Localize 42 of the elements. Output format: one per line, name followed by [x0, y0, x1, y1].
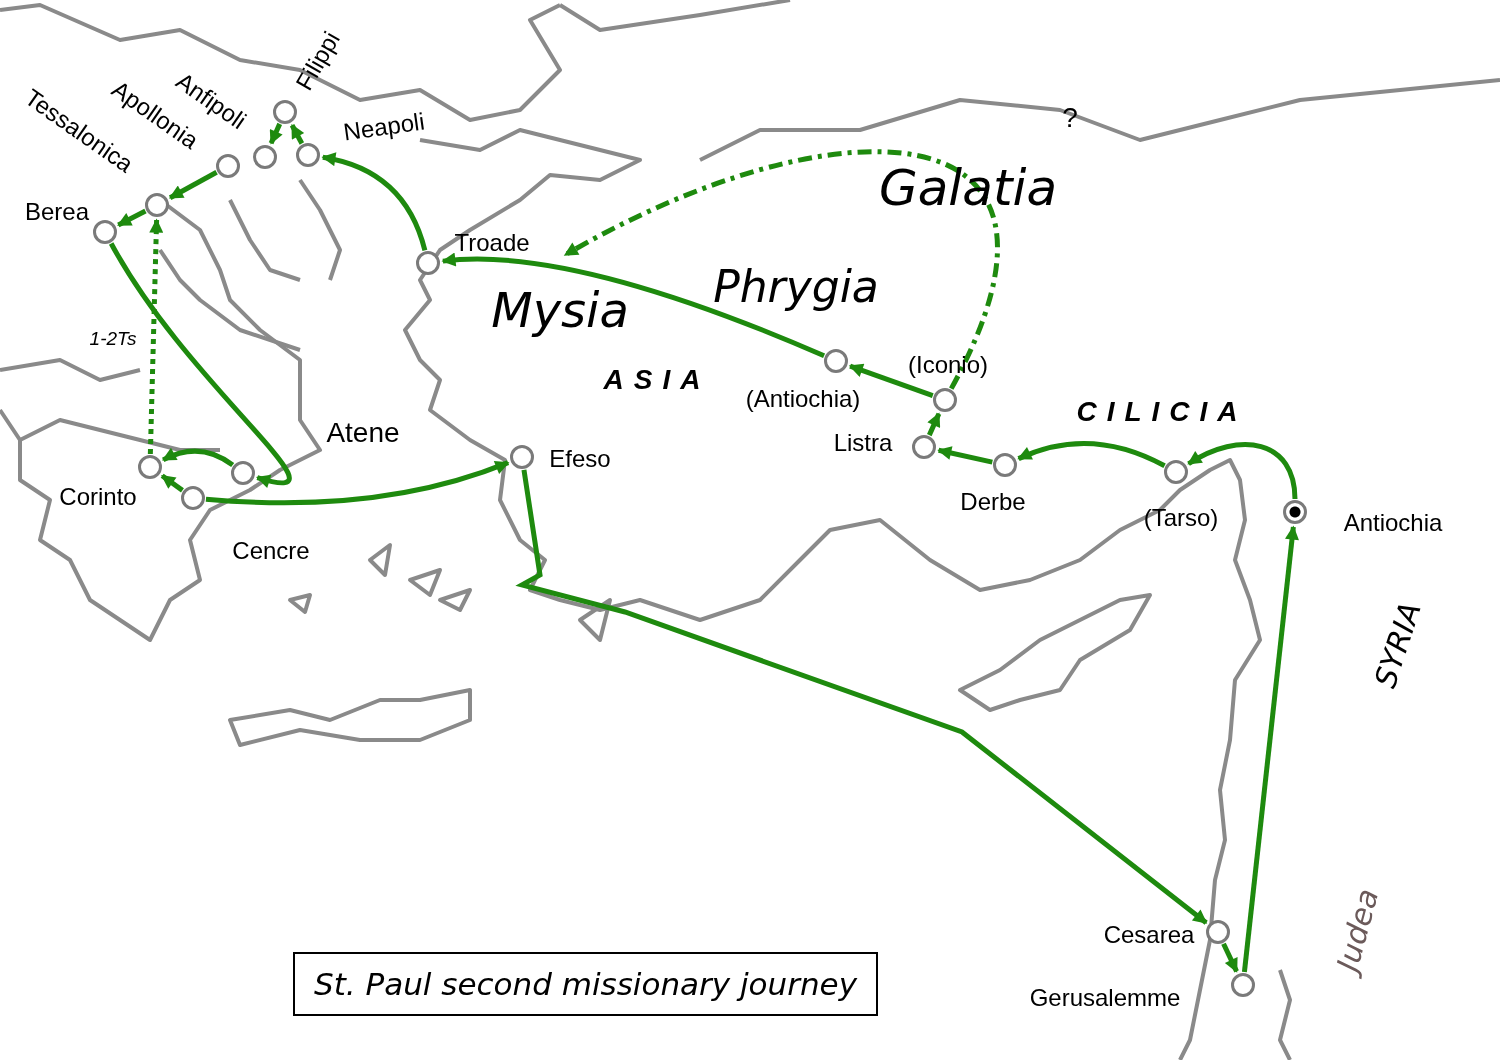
city-label: Efeso — [549, 447, 611, 471]
route-arrow — [515, 469, 1208, 925]
route-arrow — [927, 412, 942, 437]
city-label: (Iconio) — [908, 353, 988, 377]
city-label: Cesarea — [1103, 923, 1195, 947]
region-name: ASIA — [603, 366, 711, 394]
city-label: (Tarso) — [1143, 506, 1219, 530]
route-arrow — [289, 124, 305, 145]
route-arrow — [205, 460, 510, 506]
route-arrow — [268, 122, 283, 145]
city-label: Listra — [833, 431, 893, 455]
city-label: (Antiochia) — [745, 387, 861, 411]
route-arrow — [1187, 442, 1298, 500]
route-arrow — [1221, 942, 1239, 973]
route-arrow — [848, 363, 934, 398]
route-arrow — [168, 170, 218, 200]
route-arrow — [160, 473, 184, 493]
region-name: Phrygia — [713, 265, 879, 309]
route-arrow — [161, 448, 235, 468]
city-label: Berea — [25, 200, 89, 224]
city-label: Neapoli — [342, 109, 426, 145]
route-arrow — [147, 218, 164, 455]
city-label: Gerusalemme — [1029, 986, 1181, 1010]
city-label: Atene — [326, 419, 400, 447]
city-label: Corinto — [59, 485, 137, 509]
route-arrow — [109, 242, 291, 488]
question-mark: ? — [1062, 104, 1078, 132]
city-label: Derbe — [960, 490, 1026, 514]
route-arrow — [937, 446, 993, 465]
route-arrow — [117, 208, 147, 228]
city-label: Antiochia — [1343, 511, 1443, 535]
route-arrow — [441, 253, 826, 359]
route-arrow — [1017, 441, 1166, 468]
route-arrow — [563, 149, 999, 390]
city-label: Cencre — [232, 539, 310, 563]
region-name: Galatia — [878, 163, 1058, 213]
route-arrow — [321, 152, 428, 252]
region-name: CILICIA — [1076, 398, 1248, 426]
region-name: SYRIA — [1370, 598, 1426, 692]
city-label: Troade — [454, 231, 530, 255]
route-arrow — [1241, 525, 1299, 973]
title-box: St. Paul second missionary journey — [293, 952, 878, 1016]
